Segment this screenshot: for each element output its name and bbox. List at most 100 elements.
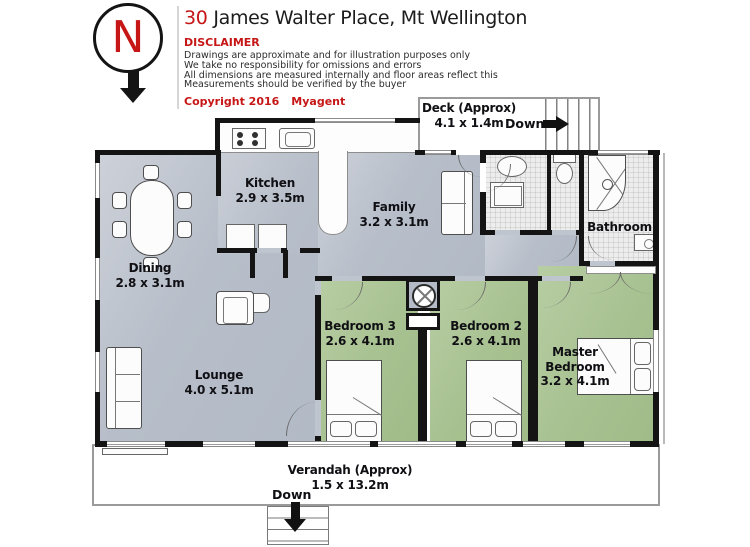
linen-cupboard <box>406 313 440 330</box>
wall <box>480 150 486 235</box>
disclaimer-line: Drawings are approximate and for illustr… <box>184 50 471 61</box>
stove <box>232 128 266 149</box>
lounge-sofa <box>106 347 142 429</box>
kitchen-cabinet <box>258 224 287 250</box>
roofline-right <box>663 153 665 444</box>
wall <box>215 118 220 155</box>
door-gap <box>315 400 321 436</box>
door-gap <box>332 276 362 281</box>
family-sofa <box>441 171 473 235</box>
window <box>95 258 100 300</box>
window <box>315 118 395 123</box>
window <box>95 163 100 198</box>
copyright-text: Copyright 2016 <box>184 95 280 108</box>
verandah-down-label: Down <box>272 487 312 502</box>
wall <box>250 250 255 278</box>
toilet <box>553 154 576 163</box>
wall <box>283 250 288 278</box>
verandah-down-arrow-icon <box>291 502 300 519</box>
dining-chair <box>143 257 159 272</box>
kitchen-cabinet <box>226 224 255 250</box>
window <box>203 441 255 447</box>
north-arrowhead-icon <box>120 88 146 103</box>
wall <box>315 276 321 444</box>
wall <box>95 150 220 155</box>
window <box>425 150 451 155</box>
door-gap <box>455 276 485 281</box>
window <box>107 441 165 447</box>
north-compass-icon: N <box>93 3 163 73</box>
wall <box>418 329 427 446</box>
bathroom-label: Bathroom <box>587 220 652 234</box>
wall <box>579 150 584 266</box>
dining-chair <box>143 165 159 180</box>
lounge-armchair <box>216 291 254 325</box>
wall <box>315 276 583 281</box>
bathroom-vanity <box>634 234 655 251</box>
window <box>523 441 565 447</box>
street-name: James Walter Place, Mt Wellington <box>207 7 528 29</box>
window-sill <box>102 448 168 455</box>
bedroom3-bed <box>326 360 383 442</box>
page-title: 30 James Walter Place, Mt Wellington <box>184 7 527 29</box>
door-gap <box>552 230 576 235</box>
copyright-line: Copyright 2016 Myagent <box>184 95 345 108</box>
deck-down-arrow-icon <box>543 120 556 128</box>
verandah-down-arrowhead-icon <box>284 519 306 532</box>
dining-table <box>130 180 174 256</box>
door-gap <box>542 276 570 281</box>
kitchen-peninsula <box>318 151 348 235</box>
wall <box>300 248 320 253</box>
deck-label: Deck (Approx)4.1 x 1.4m <box>421 101 517 130</box>
window <box>378 441 456 447</box>
dining-chair <box>112 221 127 238</box>
deck-down-label: Down <box>505 116 545 131</box>
hot-water-cupboard <box>406 279 440 311</box>
wall <box>528 276 538 446</box>
window <box>466 441 512 447</box>
window <box>598 150 648 155</box>
wall <box>95 441 659 447</box>
master-bed <box>577 338 656 395</box>
agency-name: Myagent <box>291 95 346 108</box>
door-gap <box>456 150 480 155</box>
kitchen-sink <box>279 128 315 149</box>
dining-chair <box>112 192 127 209</box>
wall <box>216 150 221 196</box>
window <box>653 330 659 392</box>
verandah-label: Verandah (Approx)1.5 x 13.2m <box>287 463 413 492</box>
door-gap <box>480 163 486 192</box>
door-gap <box>257 248 281 253</box>
disclaimer-line: We take no responsibility for omissions … <box>184 59 422 71</box>
deck-down-arrowhead-icon <box>556 116 569 132</box>
wall <box>653 150 659 446</box>
disclaimer-heading: DISCLAIMER <box>184 36 260 49</box>
disclaimer-text: Drawings are approximate and for illustr… <box>184 51 498 90</box>
north-arrow-icon <box>128 71 139 89</box>
window <box>584 441 630 447</box>
window <box>288 441 370 447</box>
window <box>95 352 100 392</box>
bedroom2-bed <box>466 360 523 442</box>
disclaimer-line: All dimensions are measured internally a… <box>184 69 498 81</box>
header-divider <box>177 6 179 109</box>
toilet-bowl <box>556 163 573 184</box>
wall <box>583 261 658 266</box>
disclaimer-line: Measurements should be verified by the b… <box>184 79 407 91</box>
wall <box>415 150 660 155</box>
door-gap <box>315 281 321 295</box>
dining-chair <box>177 221 192 238</box>
wall <box>485 230 583 235</box>
verandah-area <box>92 444 660 506</box>
door-gap <box>495 230 520 235</box>
wall <box>547 152 551 230</box>
street-number: 30 <box>184 7 208 29</box>
